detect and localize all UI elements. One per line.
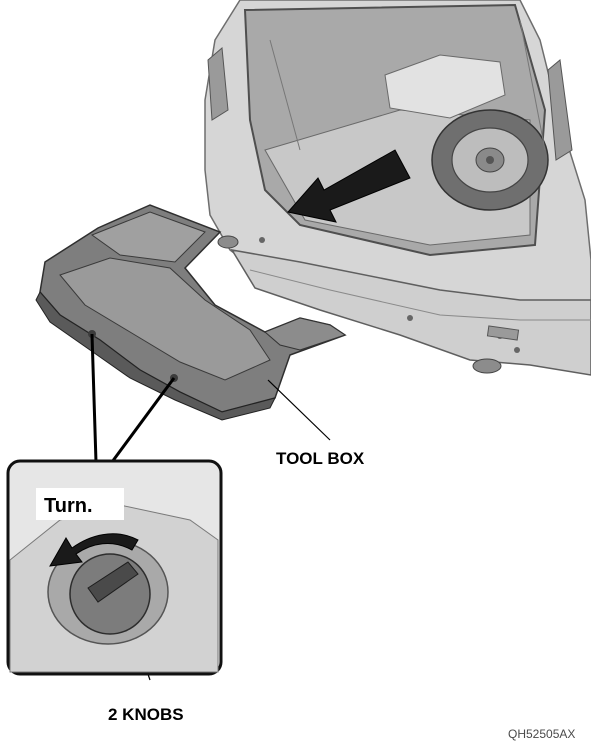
knob-leader-line-left <box>90 333 98 463</box>
removal-direction-arrow <box>287 149 411 223</box>
knob-detail-inset <box>6 459 223 676</box>
figure-code: QH52505AX <box>508 727 575 741</box>
right-tail-light <box>547 59 573 161</box>
left-exhaust-tip <box>217 235 239 249</box>
knob-leader-line-right <box>110 377 176 463</box>
tool-box-compartment <box>90 211 206 263</box>
parking-sensor <box>407 315 413 321</box>
bumper-crease-line <box>249 269 591 321</box>
rear-reflector <box>486 325 520 341</box>
turn-direction-arrow <box>49 533 139 567</box>
rear-bumper <box>230 248 591 376</box>
parking-sensor <box>259 237 265 243</box>
turn-label: Turn. <box>44 495 93 517</box>
tool-box-right-wing <box>264 317 347 351</box>
right-exhaust-tip <box>472 358 502 374</box>
knobs-label: 2 KNOBS <box>108 705 184 724</box>
tool-box-compartment <box>59 257 271 381</box>
knob <box>69 553 151 635</box>
tool-box-leader-line <box>267 379 331 441</box>
left-tail-light <box>207 46 229 121</box>
cargo-foam-block <box>384 54 506 119</box>
tool-box-label: TOOL BOX <box>276 449 365 468</box>
spare-tire <box>431 109 549 211</box>
tool-box-front-lip <box>35 291 276 421</box>
turn-label-background <box>36 488 124 520</box>
parking-sensor <box>514 347 520 353</box>
tool-box-tray <box>35 204 347 421</box>
cargo-side-panel-line <box>269 19 546 151</box>
vehicle-rear-illustration <box>204 0 591 376</box>
